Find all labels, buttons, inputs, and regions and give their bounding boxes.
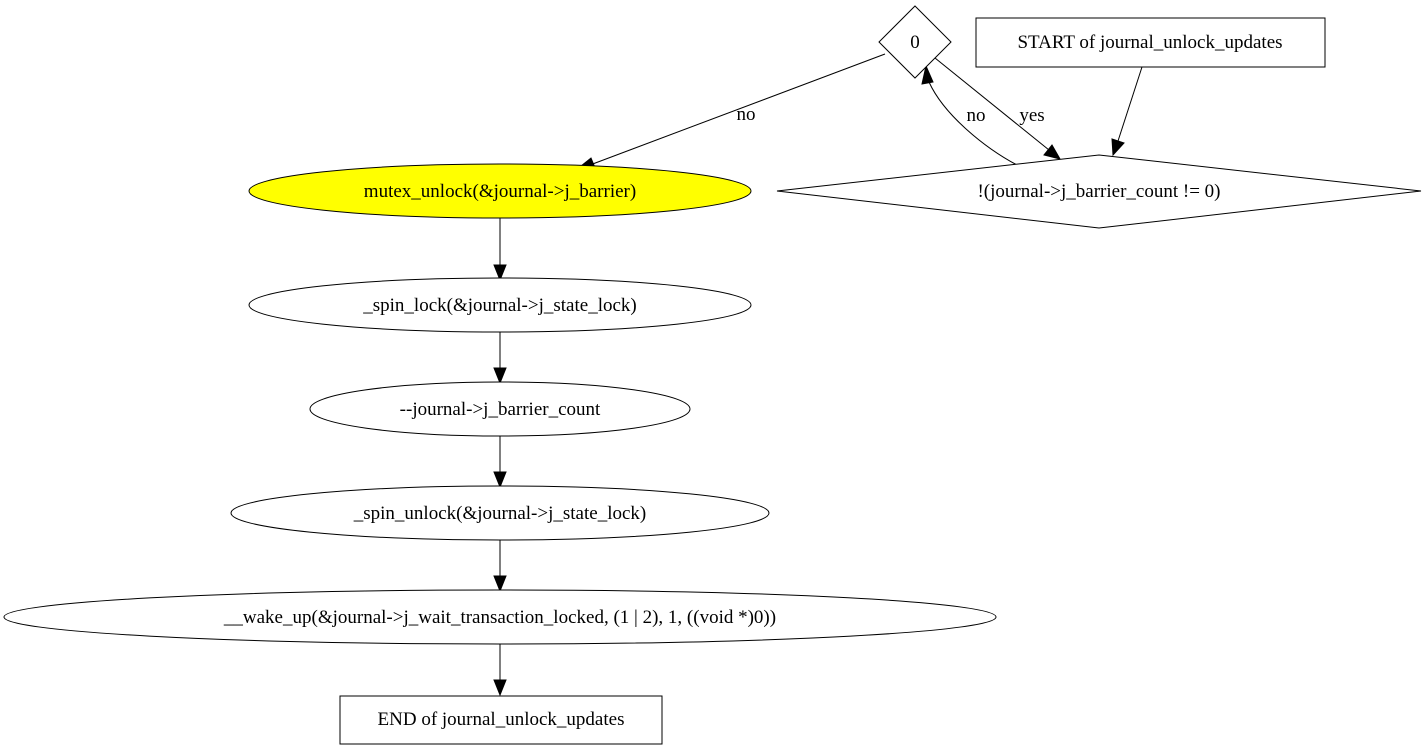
wake-up-node[interactable]: __wake_up(&journal->j_wait_transaction_l… (3, 589, 997, 645)
condition-node-shape (776, 154, 1422, 229)
edge-spin-lock-to-decrement (493, 331, 507, 385)
edge-wake-up-to-end (493, 643, 507, 697)
wake-up-shape (3, 589, 997, 645)
mutex-unlock-node[interactable]: mutex_unlock(&journal->j_barrier) (248, 163, 752, 219)
end-node-shape (339, 695, 663, 745)
start-node-label: START of journal_unlock_updates (1017, 32, 1282, 53)
edge-start-to-condition (1111, 66, 1143, 157)
nodes: 0 START of journal_unlock_updates !(jour… (3, 5, 1422, 745)
edge-label-zero-no: no (737, 104, 756, 125)
end-node-label: END of journal_unlock_updates (378, 709, 625, 730)
decrement-label: --journal->j_barrier_count (400, 399, 601, 420)
condition-node[interactable]: !(journal->j_barrier_count != 0) (776, 154, 1422, 229)
decision-zero-label: 0 (910, 32, 920, 53)
decision-node-zero[interactable]: 0 (878, 5, 952, 79)
edge-label-zero-yes: yes (1019, 105, 1044, 126)
wake-up-label: __wake_up(&journal->j_wait_transaction_l… (223, 607, 776, 628)
edge-label-condition-no: no (967, 105, 986, 126)
decrement-shape (309, 381, 691, 437)
spin-unlock-label: _spin_unlock(&journal->j_state_lock) (353, 503, 647, 524)
edge-condition-to-zero: no (921, 64, 1018, 166)
condition-node-label: !(journal->j_barrier_count != 0) (977, 181, 1220, 202)
start-node[interactable]: START of journal_unlock_updates (975, 17, 1326, 68)
mutex-unlock-shape (248, 163, 752, 219)
edge-zero-to-condition: yes (934, 57, 1062, 160)
decrement-node[interactable]: --journal->j_barrier_count (309, 381, 691, 437)
spin-lock-label: _spin_lock(&journal->j_state_lock) (362, 295, 637, 316)
spin-lock-node[interactable]: _spin_lock(&journal->j_state_lock) (248, 277, 752, 333)
end-node[interactable]: END of journal_unlock_updates (339, 695, 663, 745)
spin-lock-shape (248, 277, 752, 333)
spin-unlock-node[interactable]: _spin_unlock(&journal->j_state_lock) (230, 485, 770, 541)
edge-zero-to-mutex: no (574, 53, 886, 171)
decision-zero-shape (878, 5, 952, 79)
mutex-unlock-label: mutex_unlock(&journal->j_barrier) (364, 181, 636, 202)
edge-mutex-to-spin-lock (493, 218, 507, 282)
start-node-shape (975, 17, 1326, 68)
edges: no yes no (493, 53, 1143, 697)
edge-decrement-to-spin-unlock (493, 435, 507, 489)
edge-spin-unlock-to-wake-up (493, 539, 507, 593)
spin-unlock-shape (230, 485, 770, 541)
